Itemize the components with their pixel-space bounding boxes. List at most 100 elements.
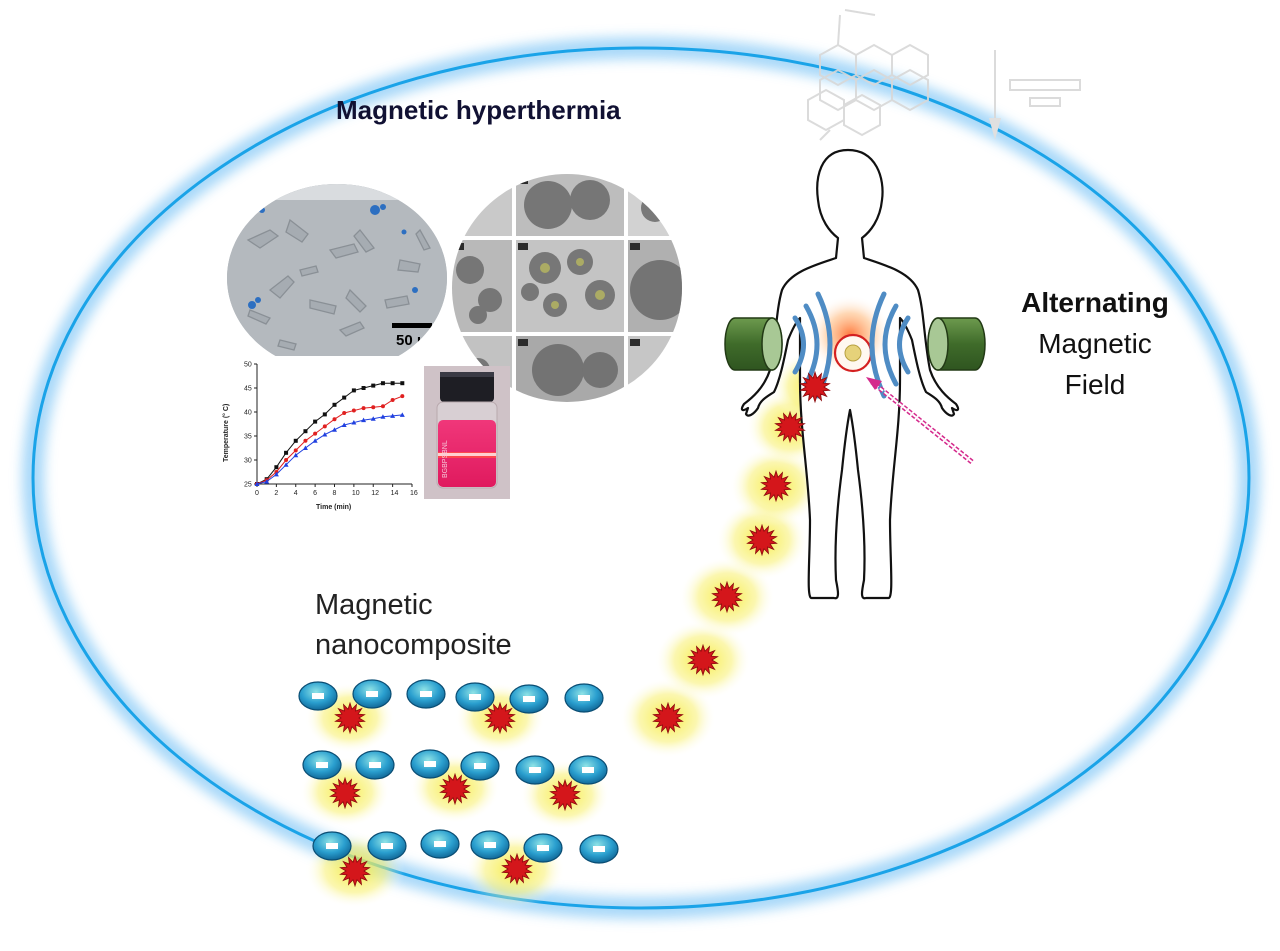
series-point-3: [380, 414, 386, 419]
series-point-2: [361, 406, 366, 411]
x-tick-label: 4: [294, 490, 298, 497]
series-point-1: [293, 438, 298, 443]
series-point-2: [293, 448, 298, 453]
outer-ellipse: [31, 46, 1251, 910]
nanocapsule: [470, 830, 510, 860]
y-tick-label: 40: [244, 410, 252, 417]
series-point-3: [361, 417, 367, 423]
series-point-3: [390, 413, 396, 418]
series-point-3: [322, 432, 328, 437]
series-line-1: [256, 382, 403, 485]
series-point-2: [284, 458, 289, 462]
chart-xlabel: Time (min): [316, 504, 351, 511]
vial-label: BGBPSBNL: [442, 440, 449, 478]
series-point-1: [371, 383, 376, 388]
series-point-3: [341, 422, 347, 427]
x-tick-label: 10: [352, 490, 360, 497]
series-point-1: [303, 429, 308, 434]
vial-image: BGBPSBNL: [424, 366, 510, 499]
series-point-3: [273, 471, 279, 477]
magnetic-particle: [687, 643, 719, 677]
nanocapsule: [455, 682, 495, 712]
series-point-2: [351, 408, 356, 413]
nanocapsule: [509, 684, 549, 714]
chemical-structure-faint: [807, 9, 1081, 141]
series-point-3: [399, 412, 405, 417]
series-point-1: [322, 412, 327, 417]
series-point-2: [400, 394, 405, 399]
series-point-3: [254, 481, 260, 486]
chart-series: [254, 381, 405, 486]
tumour-core: [844, 344, 862, 362]
field-label-line1: Alternating: [1021, 287, 1169, 318]
red-particles: [329, 370, 831, 888]
series-point-3: [312, 438, 318, 443]
y-tick-label: 35: [244, 434, 252, 441]
coil-left: [724, 317, 783, 371]
series-point-3: [264, 479, 270, 484]
magnetic-particle: [652, 701, 684, 735]
x-tick-label: 12: [371, 490, 379, 497]
y-tick-label: 25: [244, 482, 252, 489]
magnetic-particle: [501, 852, 533, 886]
series-line-2: [256, 395, 403, 485]
series-point-1: [313, 419, 318, 424]
nanocomposite-label: Magnetic nanocomposite: [315, 585, 512, 665]
series-point-1: [400, 381, 405, 386]
y-tick-label: 50: [244, 362, 252, 369]
nanocomposite-capsules: [298, 679, 619, 864]
series-point-1: [332, 402, 337, 407]
y-tick-label: 45: [244, 386, 252, 393]
x-tick-label: 0: [255, 490, 259, 497]
series-point-2: [313, 431, 318, 436]
magnetic-particle: [339, 854, 371, 888]
chart-ylabel: Temperature (° C): [222, 404, 230, 462]
series-point-1: [380, 381, 385, 386]
coil-right: [927, 317, 986, 371]
nanocapsule: [410, 749, 450, 779]
x-tick-label: 16: [410, 490, 418, 497]
series-point-2: [342, 410, 347, 415]
series-point-1: [390, 381, 395, 386]
magnetic-particle: [334, 701, 366, 735]
nanocapsule: [579, 834, 619, 864]
nanocapsule: [367, 831, 407, 861]
nanocapsule: [302, 750, 342, 780]
cell-image: 50 μm: [227, 184, 447, 372]
series-point-1: [342, 395, 347, 400]
faint-arrow-head: [989, 118, 1001, 140]
series-point-3: [293, 452, 299, 458]
magnetic-particle: [549, 778, 581, 812]
series-point-2: [322, 424, 327, 429]
magnetic-particle: [484, 701, 516, 735]
nanocapsule: [406, 679, 446, 709]
series-point-1: [284, 450, 289, 455]
series-point-3: [332, 427, 337, 432]
x-tick-label: 14: [391, 490, 399, 497]
series-point-2: [390, 398, 395, 402]
nano-label-line2: nanocomposite: [315, 629, 512, 661]
series-point-3: [283, 462, 289, 467]
x-tick-label: 8: [333, 490, 337, 497]
x-tick-label: 6: [313, 490, 317, 497]
series-line-3: [256, 414, 403, 485]
nanocapsule: [568, 755, 608, 785]
field-label: Alternating Magnetic Field: [1000, 282, 1190, 405]
nanocapsule: [523, 833, 563, 863]
magnetic-particle: [711, 580, 743, 614]
nanocapsule: [515, 755, 555, 785]
magnetic-particle: [746, 523, 778, 557]
series-point-3: [370, 416, 376, 421]
diagram-title: Magnetic hyperthermia: [336, 95, 621, 125]
nanocapsule: [298, 681, 338, 711]
nanocapsule: [352, 679, 392, 709]
series-point-2: [371, 405, 376, 410]
series-point-2: [303, 438, 308, 443]
series-point-1: [361, 386, 366, 390]
y-tick-label: 30: [244, 458, 252, 465]
series-point-3: [302, 445, 308, 450]
series-point-1: [274, 465, 279, 470]
magnetic-particle: [774, 410, 806, 444]
